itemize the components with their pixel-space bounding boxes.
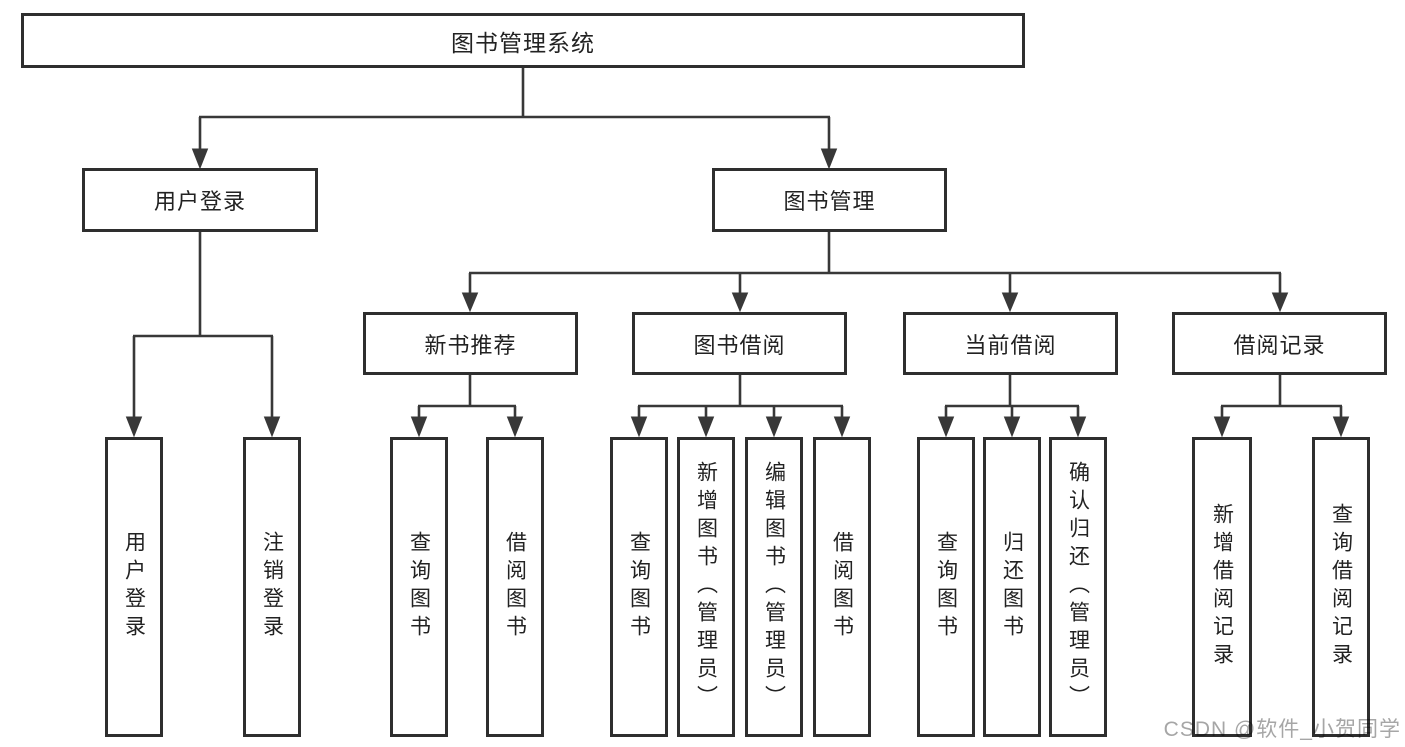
leaf-logout: 注销登录 bbox=[243, 437, 301, 737]
leaf-confirm-return-admin: 确认归还（管理员） bbox=[1049, 437, 1107, 737]
node-new-book-recommend: 新书推荐 bbox=[363, 312, 578, 375]
leaf-add-borrow-record: 新增借阅记录 bbox=[1192, 437, 1252, 737]
leaf-label: 注销登录 bbox=[260, 531, 284, 643]
leaf-label: 新增借阅记录 bbox=[1210, 503, 1234, 671]
node-book-borrow: 图书借阅 bbox=[632, 312, 847, 375]
leaf-return-book: 归还图书 bbox=[983, 437, 1041, 737]
leaf-label: 查询图书 bbox=[407, 531, 431, 643]
leaf-label: 用户登录 bbox=[122, 531, 146, 643]
leaf-label: 编辑图书（管理员） bbox=[762, 461, 786, 713]
leaf-borrow-books-2: 借阅图书 bbox=[813, 437, 871, 737]
leaf-borrow-books-1: 借阅图书 bbox=[486, 437, 544, 737]
node-book-management: 图书管理 bbox=[712, 168, 947, 232]
leaf-edit-book-admin: 编辑图书（管理员） bbox=[745, 437, 803, 737]
leaf-query-books-1: 查询图书 bbox=[390, 437, 448, 737]
csdn-watermark: CSDN @软件_小贺同学 bbox=[1163, 718, 1401, 741]
leaf-label: 查询图书 bbox=[627, 531, 651, 643]
leaf-label: 归还图书 bbox=[1000, 531, 1024, 643]
leaf-label: 借阅图书 bbox=[830, 531, 854, 643]
leaf-query-books-3: 查询图书 bbox=[917, 437, 975, 737]
leaf-label: 查询借阅记录 bbox=[1329, 503, 1353, 671]
node-borrow-records: 借阅记录 bbox=[1172, 312, 1387, 375]
leaf-add-book-admin: 新增图书（管理员） bbox=[677, 437, 735, 737]
leaf-label: 新增图书（管理员） bbox=[694, 461, 718, 713]
leaf-label: 查询图书 bbox=[934, 531, 958, 643]
leaf-label: 借阅图书 bbox=[503, 531, 527, 643]
leaf-query-books-2: 查询图书 bbox=[610, 437, 668, 737]
leaf-user-login: 用户登录 bbox=[105, 437, 163, 737]
leaf-label: 确认归还（管理员） bbox=[1066, 461, 1090, 713]
node-user-login: 用户登录 bbox=[82, 168, 318, 232]
leaf-query-borrow-record: 查询借阅记录 bbox=[1312, 437, 1370, 737]
node-current-borrow: 当前借阅 bbox=[903, 312, 1118, 375]
node-root-system: 图书管理系统 bbox=[21, 13, 1025, 68]
